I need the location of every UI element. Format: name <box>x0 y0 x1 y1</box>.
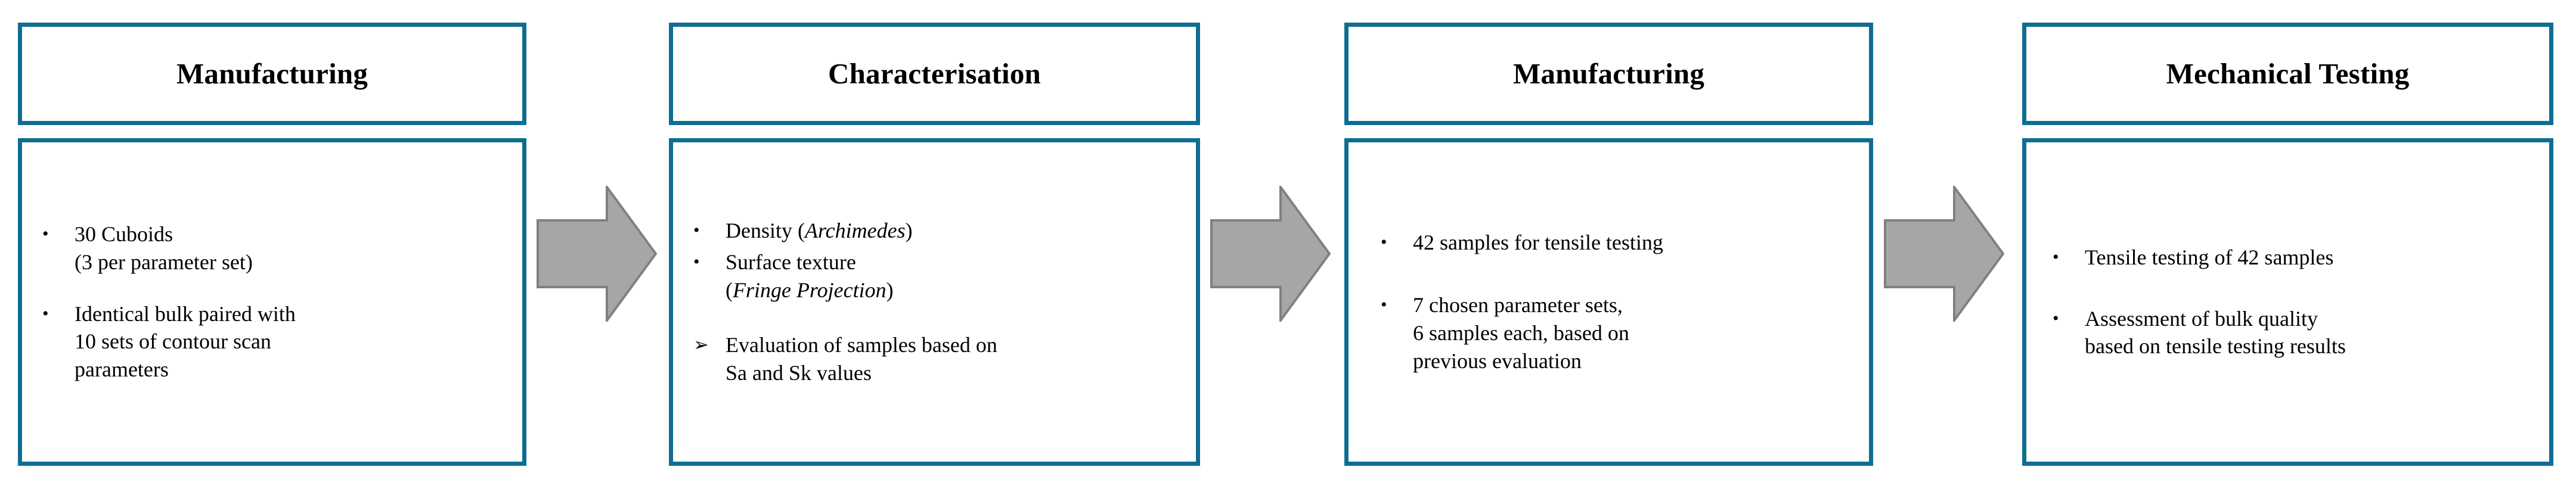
stage-2-characterisation: Characterisation • Density (Archimedes) … <box>669 0 1200 492</box>
stage-4-body-box: • Tensile testing of 42 samples • Assess… <box>2022 138 2553 466</box>
stage-3-bullet-list: • 42 samples for tensile testing • 7 cho… <box>1349 229 1869 375</box>
stage-1-manufacturing: Manufacturing • 30 Cuboids (3 per parame… <box>18 0 526 492</box>
bullet-icon: • <box>693 220 700 240</box>
list-item-text: Identical bulk paired with 10 sets of co… <box>75 301 296 382</box>
stage-1-bullet-list: • 30 Cuboids (3 per parameter set) • Ide… <box>22 220 522 384</box>
stage-3-header-box: Manufacturing <box>1344 23 1873 125</box>
list-item-text: Surface texture (Fringe Projection) <box>726 250 894 302</box>
stage-3-title: Manufacturing <box>1512 57 1705 91</box>
list-item-text: Assessment of bulk quality based on tens… <box>2085 306 2346 359</box>
list-item: • 30 Cuboids (3 per parameter set) <box>42 220 504 276</box>
list-item: • 42 samples for tensile testing <box>1381 229 1851 257</box>
bullet-icon: • <box>2053 247 2059 267</box>
bullet-icon: • <box>1381 295 1387 315</box>
list-item-text: Density (Archimedes) <box>726 219 913 242</box>
bullet-icon: • <box>42 303 49 323</box>
stage-1-body-box: • 30 Cuboids (3 per parameter set) • Ide… <box>18 138 526 466</box>
stage-2-header-box: Characterisation <box>669 23 1200 125</box>
stage-4-title: Mechanical Testing <box>2166 57 2410 91</box>
list-item: • Tensile testing of 42 samples <box>2053 244 2531 272</box>
list-item: • Surface texture (Fringe Projection) <box>693 248 1178 304</box>
bullet-icon: • <box>1381 232 1387 253</box>
list-item-text: Evaluation of samples based on Sa and Sk… <box>726 333 997 385</box>
stage-2-bullet-list: • Density (Archimedes) • Surface texture… <box>673 217 1196 387</box>
connector-2-arrow-icon <box>1210 186 1331 322</box>
list-item: • 7 chosen parameter sets, 6 samples eac… <box>1381 291 1851 375</box>
stage-1-title: Manufacturing <box>176 57 368 91</box>
bullet-icon: • <box>42 224 49 244</box>
connector-1-arrow-icon <box>537 186 657 322</box>
stage-2-title: Characterisation <box>827 57 1041 91</box>
list-item: • Assessment of bulk quality based on te… <box>2053 305 2531 361</box>
arrow-bullet-icon: ➢ <box>693 334 709 356</box>
list-item-text: Tensile testing of 42 samples <box>2085 245 2334 269</box>
stage-4-bullet-list: • Tensile testing of 42 samples • Assess… <box>2026 244 2549 360</box>
list-item: • Density (Archimedes) <box>693 217 1178 245</box>
bullet-icon: • <box>2053 308 2059 328</box>
stage-1-header-box: Manufacturing <box>18 23 526 125</box>
connector-3-arrow-icon <box>1884 186 2004 322</box>
stage-2-body-box: • Density (Archimedes) • Surface texture… <box>669 138 1200 466</box>
bullet-icon: • <box>693 251 700 272</box>
stage-3-manufacturing: Manufacturing • 42 samples for tensile t… <box>1344 0 1873 492</box>
list-item-text: 7 chosen parameter sets, 6 samples each,… <box>1413 293 1629 373</box>
list-item: ➢ Evaluation of samples based on Sa and … <box>693 331 1178 387</box>
stage-4-mechanical-testing: Mechanical Testing • Tensile testing of … <box>2022 0 2553 492</box>
list-item-text: 42 samples for tensile testing <box>1413 231 1663 255</box>
list-item-text: 30 Cuboids (3 per parameter set) <box>75 222 253 274</box>
list-item: • Identical bulk paired with 10 sets of … <box>42 300 504 384</box>
stage-3-body-box: • 42 samples for tensile testing • 7 cho… <box>1344 138 1873 466</box>
stage-4-header-box: Mechanical Testing <box>2022 23 2553 125</box>
